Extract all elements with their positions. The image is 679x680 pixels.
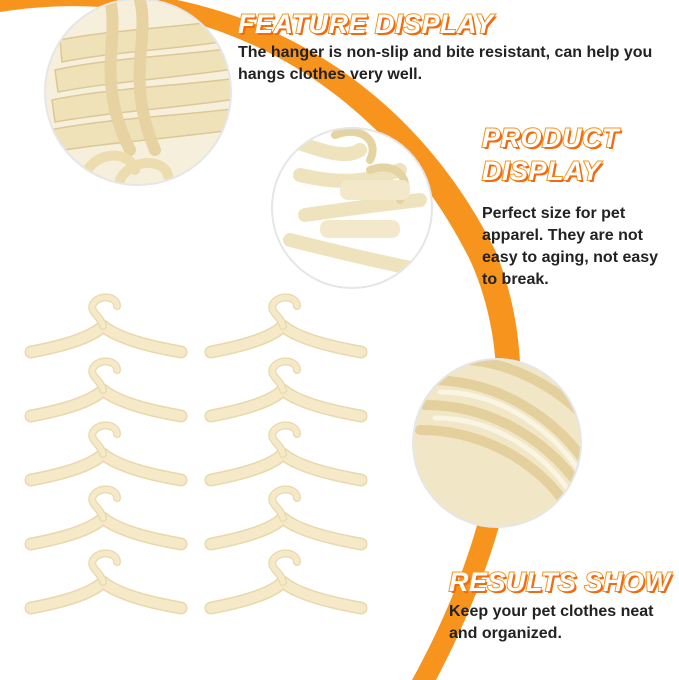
results-show-description: Keep your pet clothes neat and organized…	[449, 603, 654, 642]
hanger-icon	[24, 421, 188, 487]
hanger-icon	[204, 421, 368, 487]
hanger-icon	[24, 549, 188, 615]
hanger-icon	[24, 293, 188, 359]
product-display-title-line2: DISPLAY	[481, 155, 601, 187]
product-display-description: Perfect size for pet apparel. They are n…	[482, 205, 659, 288]
hanger-grid	[24, 293, 368, 615]
hanger-icon	[204, 293, 368, 359]
product-display-title-line1: PRODUCT	[481, 122, 620, 154]
hanger-icon	[24, 357, 188, 423]
feature-display-title: FEATURE DISPLAY	[237, 8, 494, 40]
product-display-circle	[271, 127, 433, 289]
feature-display-circle	[44, 0, 232, 186]
hanger-icon	[204, 485, 368, 551]
hanger-icon	[204, 549, 368, 615]
results-show-title: RESULTS SHOW	[448, 566, 671, 598]
feature-display-description: The hanger is non-slip and bite resistan…	[238, 44, 653, 83]
hanger-icon	[204, 357, 368, 423]
hanger-icon	[24, 485, 188, 551]
results-show-circle	[412, 358, 582, 528]
